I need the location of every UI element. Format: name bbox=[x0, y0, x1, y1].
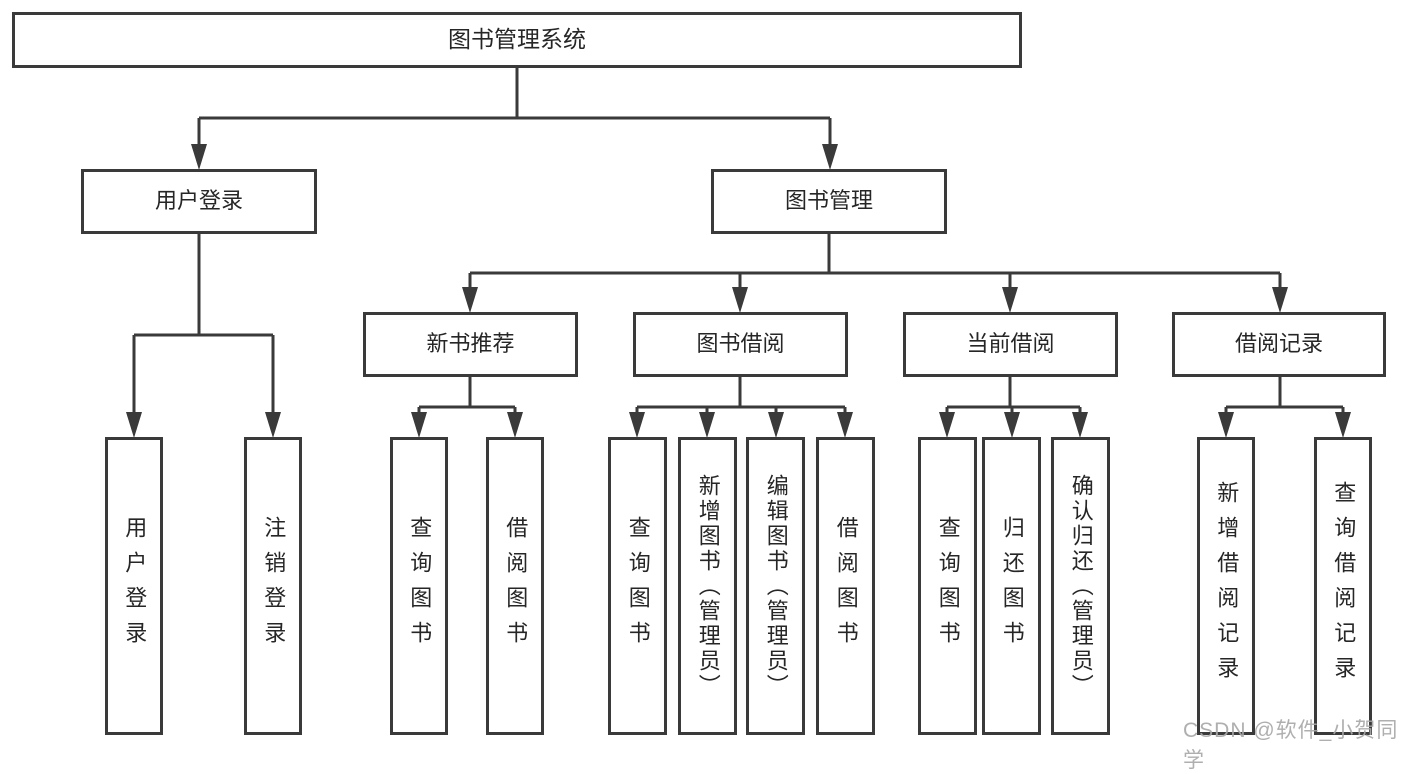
leaf-borrow-books-recommend: 借阅图书 bbox=[486, 437, 544, 735]
leaf-edit-books-admin: 编辑图书（管理员） bbox=[746, 437, 805, 735]
org-chart-diagram: 图书管理系统 用户登录 图书管理 新书推荐 图书借阅 当前借阅 借阅记录 用户登… bbox=[12, 12, 1397, 772]
node-library-management-system: 图书管理系统 bbox=[12, 12, 1022, 68]
node-user-login: 用户登录 bbox=[81, 169, 317, 234]
leaf-borrow-books: 借阅图书 bbox=[816, 437, 875, 735]
csdn-watermark: CSDN @软件_小贺同学 bbox=[1183, 719, 1399, 772]
leaf-query-books-recommend: 查询图书 bbox=[390, 437, 448, 735]
leaf-query-borrow-record: 查询借阅记录 bbox=[1314, 437, 1372, 735]
leaf-query-books-borrow: 查询图书 bbox=[608, 437, 667, 735]
node-current-borrow: 当前借阅 bbox=[903, 312, 1118, 377]
node-book-management: 图书管理 bbox=[711, 169, 947, 234]
leaf-logout-login: 注销登录 bbox=[244, 437, 302, 735]
leaf-add-books-admin: 新增图书（管理员） bbox=[678, 437, 737, 735]
leaf-user-login: 用户登录 bbox=[105, 437, 163, 735]
node-borrow-records: 借阅记录 bbox=[1172, 312, 1386, 377]
node-new-book-recommend: 新书推荐 bbox=[363, 312, 578, 377]
connector-lines bbox=[126, 68, 1351, 438]
arrowheads bbox=[126, 144, 1351, 438]
leaf-add-borrow-record: 新增借阅记录 bbox=[1197, 437, 1255, 735]
leaf-query-books-current: 查询图书 bbox=[918, 437, 977, 735]
leaf-return-books: 归还图书 bbox=[982, 437, 1041, 735]
node-book-borrow: 图书借阅 bbox=[633, 312, 848, 377]
leaf-confirm-return-admin: 确认归还（管理员） bbox=[1051, 437, 1110, 735]
